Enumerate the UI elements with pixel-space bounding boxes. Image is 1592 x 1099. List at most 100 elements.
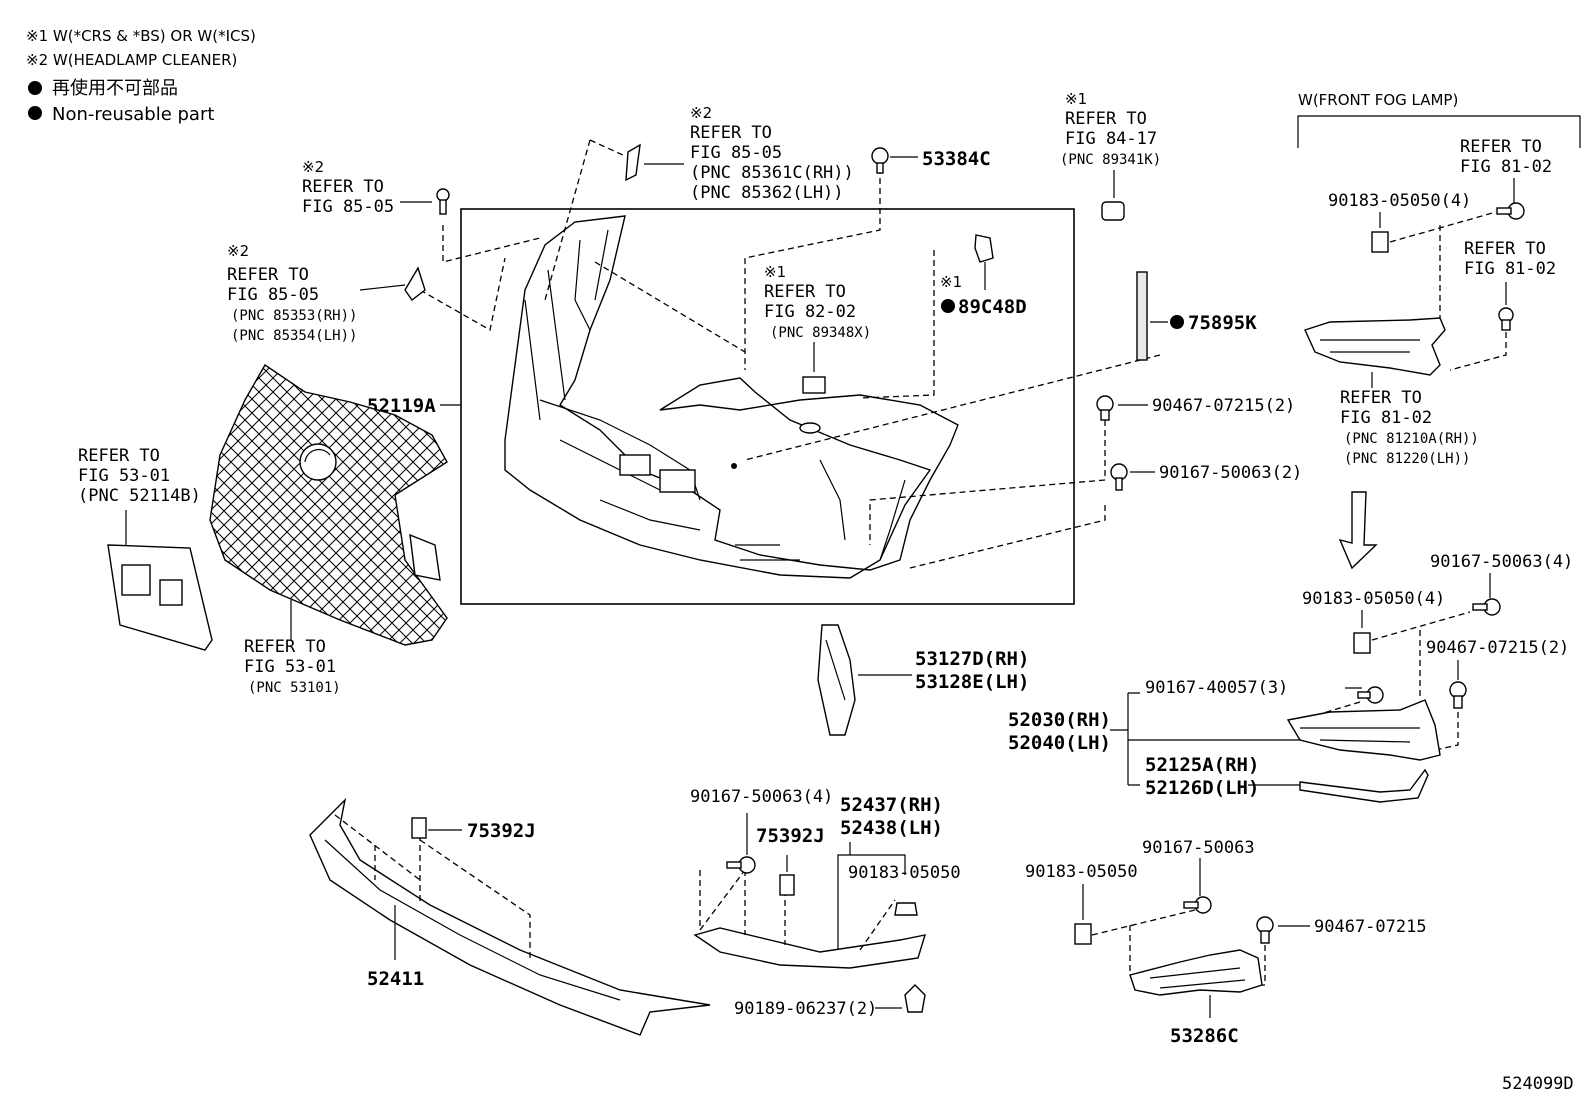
- part-label-75392j-b[interactable]: 75392J: [756, 825, 825, 847]
- svg-text:(PNC 52114B): (PNC 52114B): [78, 486, 201, 506]
- non-reusable-dot-icon: [1170, 315, 1184, 329]
- non-reusable-dot-icon: [28, 81, 42, 95]
- svg-text:FIG 82-02: FIG 82-02: [764, 302, 856, 322]
- fog-lamp-assembly[interactable]: [1304, 317, 1446, 376]
- part-label-53128e[interactable]: 53128E(LH): [915, 671, 1029, 693]
- ref-fig-53-01-a[interactable]: REFER TO FIG 53-01 (PNC 52114B): [78, 446, 201, 506]
- svg-text:FIG 81-02: FIG 81-02: [1464, 259, 1556, 279]
- svg-text:(PNC 89341K): (PNC 89341K): [1060, 152, 1161, 168]
- screw-icon: [1357, 686, 1384, 704]
- nut-icon: [1371, 231, 1389, 253]
- part-label-90467-07215[interactable]: 90467-07215: [1314, 917, 1427, 937]
- part-label-90167-50063-4b[interactable]: 90167-50063(4): [690, 787, 833, 807]
- svg-text:(PNC 85361C(RH)): (PNC 85361C(RH)): [690, 163, 854, 183]
- nut-icon: [894, 902, 918, 916]
- part-label-53384c[interactable]: 53384C: [922, 148, 991, 170]
- fog-lamp-bezel[interactable]: [1286, 699, 1441, 761]
- part-label-90183-05050-4a[interactable]: 90183-05050(4): [1328, 191, 1471, 211]
- ref-fig-84-17[interactable]: ※1 REFER TO FIG 84-17 (PNC 89341K): [1060, 90, 1161, 168]
- part-label-52040[interactable]: 52040(LH): [1008, 732, 1111, 754]
- clip-icon: [1498, 307, 1514, 331]
- bumper-cover-52119a[interactable]: [504, 215, 959, 579]
- part-label-90467-07215-2[interactable]: 90467-07215(2): [1152, 396, 1295, 416]
- svg-text:REFER TO: REFER TO: [227, 265, 309, 285]
- clip-icon: [904, 984, 926, 1013]
- part-label-52438[interactable]: 52438(LH): [840, 817, 943, 839]
- svg-text:(PNC 85362(LH)): (PNC 85362(LH)): [690, 183, 844, 203]
- svg-text:FIG 84-17: FIG 84-17: [1065, 129, 1157, 149]
- ref-fig-85-05-b[interactable]: ※2 REFER TO FIG 85-05: [302, 158, 394, 217]
- part-label-75392j-a[interactable]: 75392J: [467, 820, 536, 842]
- svg-text:(PNC 81210A(RH)): (PNC 81210A(RH)): [1344, 431, 1479, 447]
- tape-strip-icon: [1136, 271, 1148, 361]
- svg-text:FIG 53-01: FIG 53-01: [78, 466, 170, 486]
- svg-text:※1: ※1: [1065, 90, 1087, 108]
- part-label-90167-50063-2[interactable]: 90167-50063(2): [1159, 463, 1302, 483]
- clip-icon: [1449, 681, 1467, 709]
- sensor-retainer-icon: [974, 234, 994, 263]
- svg-text:REFER TO: REFER TO: [1065, 109, 1147, 129]
- engine-under-cover-53286c[interactable]: [1129, 949, 1263, 996]
- ref-fig-85-05-c[interactable]: ※2 REFER TO FIG 85-05 (PNC 85353(RH)) (P…: [227, 242, 357, 344]
- svg-text:(PNC 89348X): (PNC 89348X): [770, 325, 871, 341]
- spoiler-side-52437[interactable]: [693, 927, 927, 969]
- screw-icon: [1110, 463, 1128, 491]
- ref-fig-81-02-c[interactable]: REFER TO FIG 81-02 (PNC 81210A(RH)) (PNC…: [1340, 388, 1479, 467]
- part-label-52030[interactable]: 52030(RH): [1008, 709, 1111, 731]
- svg-text:(PNC 85354(LH)): (PNC 85354(LH)): [231, 328, 357, 344]
- part-label-52125a[interactable]: 52125A(RH): [1145, 754, 1259, 776]
- ref-fig-53-01-b[interactable]: REFER TO FIG 53-01 (PNC 53101): [244, 637, 341, 696]
- part-label-90189-06237-2[interactable]: 90189-06237(2): [734, 999, 877, 1019]
- screw-icon: [726, 856, 756, 874]
- svg-text:FIG 85-05: FIG 85-05: [690, 143, 782, 163]
- ref-fig-81-02-b[interactable]: REFER TO FIG 81-02: [1464, 239, 1556, 279]
- svg-text:FIG 81-02: FIG 81-02: [1340, 408, 1432, 428]
- nut-icon: [1074, 923, 1092, 945]
- lower-spoiler-52411[interactable]: [309, 797, 711, 1036]
- bumper-assembly-frame: [460, 208, 1075, 605]
- ref-fig-85-05-a[interactable]: ※2 REFER TO FIG 85-05 (PNC 85361C(RH)) (…: [690, 104, 854, 203]
- side-marker-lamp[interactable]: [817, 624, 856, 736]
- svg-text:REFER TO: REFER TO: [1460, 137, 1542, 157]
- legend-note-2: ※2 W(HEADLAMP CLEANER): [26, 51, 237, 69]
- ref-fig-82-02[interactable]: ※1 REFER TO FIG 82-02 (PNC 89348X): [764, 263, 871, 341]
- sensor-icon: [1101, 201, 1125, 221]
- legend: ※1 W(*CRS & *BS) OR W(*ICS) ※2 W(HEADLAM…: [26, 27, 256, 125]
- svg-text:※2: ※2: [302, 158, 324, 176]
- part-label-53286c[interactable]: 53286C: [1170, 1025, 1239, 1047]
- part-label-75895k[interactable]: 75895K: [1188, 312, 1257, 334]
- svg-text:REFER TO: REFER TO: [1464, 239, 1546, 259]
- part-label-90183-05050-a[interactable]: 90183-05050: [848, 863, 961, 883]
- part-label-90183-05050-b[interactable]: 90183-05050: [1025, 862, 1138, 882]
- part-label-52126d[interactable]: 52126D(LH): [1145, 777, 1259, 799]
- radiator-grille[interactable]: [209, 363, 448, 646]
- part-label-90167-50063-4a[interactable]: 90167-50063(4): [1430, 552, 1573, 572]
- license-plate-bracket[interactable]: [107, 544, 213, 651]
- svg-text:REFER TO: REFER TO: [690, 123, 772, 143]
- legend-nonreusable-jp: 再使用不可部品: [52, 78, 178, 99]
- ref-fig-81-02-a[interactable]: REFER TO FIG 81-02: [1460, 137, 1552, 177]
- part-label-90183-05050-4b[interactable]: 90183-05050(4): [1302, 589, 1445, 609]
- part-label-89c48d[interactable]: 89C48D: [958, 296, 1027, 318]
- part-label-52411[interactable]: 52411: [367, 968, 424, 990]
- fog-section-title: W(FRONT FOG LAMP): [1298, 91, 1458, 109]
- screw-icon: [1472, 598, 1501, 616]
- part-label-52437[interactable]: 52437(RH): [840, 794, 943, 816]
- part-label-53127d[interactable]: 53127D(RH): [915, 648, 1029, 670]
- part-label-90467-07215-2b[interactable]: 90467-07215(2): [1426, 638, 1569, 658]
- screw-icon[interactable]: [871, 147, 889, 174]
- bolt-icon: [436, 188, 450, 215]
- svg-text:(PNC 53101): (PNC 53101): [248, 680, 341, 696]
- svg-text:FIG 85-05: FIG 85-05: [302, 197, 394, 217]
- part-label-90167-50063[interactable]: 90167-50063: [1142, 838, 1255, 858]
- legend-nonreusable-en: Non-reusable part: [52, 104, 214, 125]
- fog-trim-strip[interactable]: [1299, 768, 1429, 803]
- svg-text:(PNC 81220(LH)): (PNC 81220(LH)): [1344, 451, 1470, 467]
- retainer-clip-icon: [779, 874, 795, 896]
- headlamp-cleaner-cap-icon: [404, 266, 426, 302]
- svg-text:REFER TO: REFER TO: [302, 177, 384, 197]
- svg-text:FIG 53-01: FIG 53-01: [244, 657, 336, 677]
- part-label-90167-40057-3[interactable]: 90167-40057(3): [1145, 678, 1288, 698]
- svg-text:REFER TO: REFER TO: [78, 446, 160, 466]
- svg-text:FIG 81-02: FIG 81-02: [1460, 157, 1552, 177]
